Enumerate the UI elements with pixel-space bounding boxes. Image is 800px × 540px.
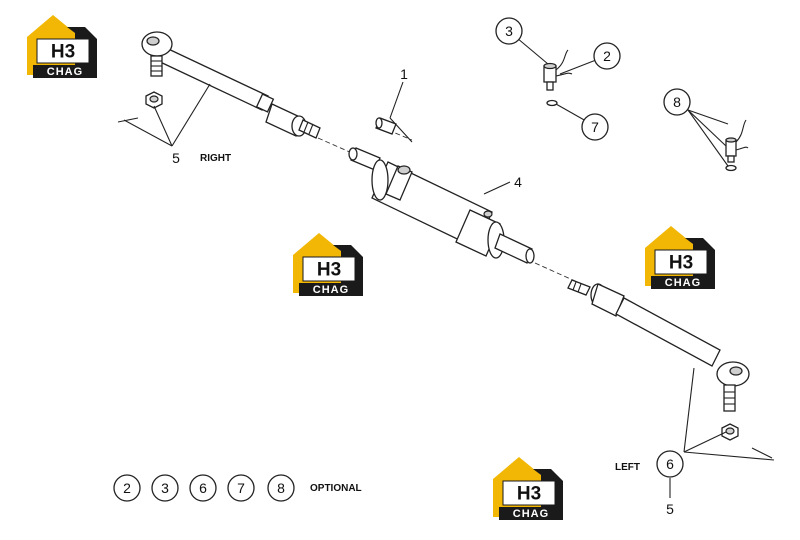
leader-1b (389, 117, 413, 143)
watermark-mark: H3 (51, 42, 75, 63)
leader-7 (555, 103, 587, 122)
leader-5-right (171, 83, 211, 147)
optional-item: 3 (151, 474, 179, 502)
watermark-logo: H3 CHAG (27, 15, 97, 78)
left-nut (721, 423, 773, 459)
leader-8 (687, 109, 727, 147)
callout-1: 1 (400, 66, 408, 82)
watermark-mark: H3 (517, 484, 541, 505)
callout-8: 8 (663, 88, 691, 116)
leader-6 (683, 367, 695, 453)
right-tie-rod (141, 31, 321, 139)
svg-text:8: 8 (277, 480, 285, 496)
leader-8c (687, 109, 729, 167)
axis-line (534, 262, 576, 282)
svg-text:3: 3 (505, 23, 513, 39)
leader-5-right-b (153, 105, 173, 147)
callout-5-left: 5 (666, 501, 674, 517)
watermark-logo: H3 CHAG (645, 226, 715, 289)
callout-6: 6 (656, 450, 684, 478)
svg-text:7: 7 (237, 480, 245, 496)
right-nut (117, 91, 163, 123)
axis-line (317, 137, 353, 154)
svg-text:8: 8 (673, 94, 681, 110)
watermark-mark: H3 (669, 253, 693, 274)
leader-4 (483, 181, 511, 195)
optional-item: 7 (227, 474, 255, 502)
label-left: LEFT (615, 462, 640, 473)
optional-item: 6 (189, 474, 217, 502)
svg-text:2: 2 (123, 480, 131, 496)
watermark-mark: H3 (317, 260, 341, 281)
optional-label: OPTIONAL (310, 483, 362, 494)
svg-text:7: 7 (591, 119, 599, 135)
svg-text:2: 2 (603, 48, 611, 64)
grease-fitting-assembly (543, 49, 573, 107)
callout-3: 3 (495, 17, 523, 45)
svg-text:3: 3 (161, 480, 169, 496)
callout-2: 2 (593, 42, 621, 70)
watermark-word: CHAG (313, 284, 349, 296)
steering-cylinder (348, 147, 535, 264)
optional-legend: 2 3 6 7 8 OPTIONAL (113, 474, 362, 502)
watermark-word: CHAG (513, 508, 549, 520)
optional-item: 2 (113, 474, 141, 502)
fitting-1 (375, 117, 397, 135)
leader-6b (683, 431, 727, 453)
label-right: RIGHT (200, 153, 231, 164)
watermark-word: CHAG (665, 277, 701, 289)
grease-fitting-8 (725, 119, 749, 172)
callout-5-right: 5 (172, 150, 180, 166)
leader-1 (389, 81, 404, 119)
leader-8b (687, 109, 729, 125)
callout-4: 4 (514, 174, 522, 190)
leader-2 (559, 59, 597, 75)
svg-text:6: 6 (199, 480, 207, 496)
left-tie-rod (567, 279, 750, 412)
watermark-word: CHAG (47, 66, 83, 78)
watermark-logo: H3 CHAG (293, 233, 363, 296)
leader-5-right-c (123, 119, 173, 147)
leader-6c (683, 451, 775, 461)
callout-7: 7 (581, 113, 609, 141)
svg-text:6: 6 (666, 456, 674, 472)
watermark-logo: H3 CHAG (493, 457, 563, 520)
leader-3 (516, 37, 549, 65)
optional-item: 8 (267, 474, 295, 502)
